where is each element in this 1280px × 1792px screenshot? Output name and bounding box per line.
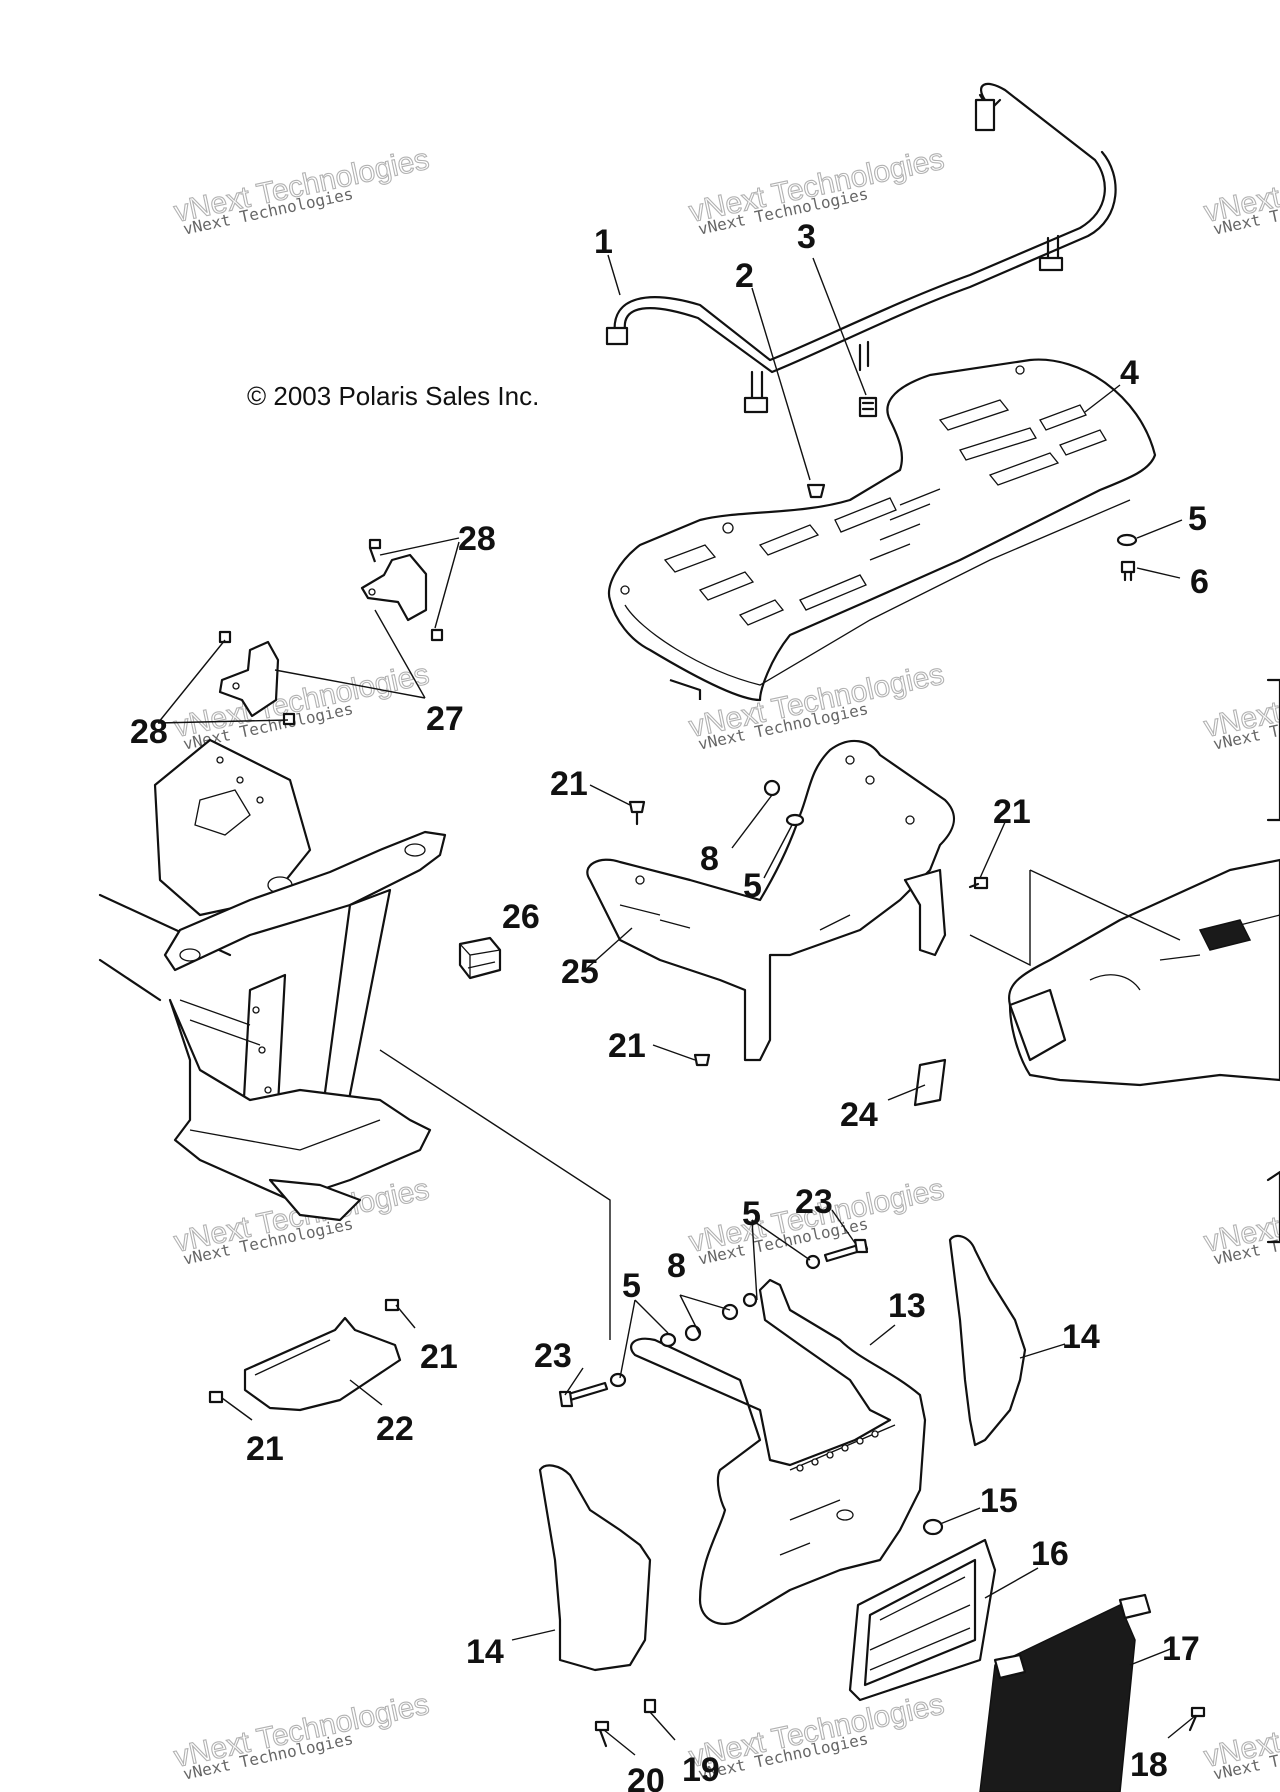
front-fender (913, 678, 1280, 1244)
callout-17: 17 (1162, 1630, 1200, 1668)
callout-18: 18 (1130, 1746, 1168, 1784)
skid-plate (208, 1298, 402, 1412)
callout-23: 23 (795, 1183, 833, 1221)
rear-rack-rail (605, 82, 1117, 414)
callout-25: 25 (561, 953, 599, 991)
callout-21: 21 (246, 1430, 284, 1468)
callout-21: 21 (608, 1027, 646, 1065)
watermark: vNext Technologies vNext Technologies (686, 142, 948, 239)
callout-16: 16 (1031, 1535, 1069, 1573)
callout-labels: 1 2 3 4 5 6 28 27 28 21 8 5 21 25 26 21 … (130, 218, 1209, 1792)
callout-19: 19 (682, 1751, 720, 1789)
watermark: vNext Technologies vNext Technologies (171, 1687, 433, 1784)
callout-13: 13 (888, 1287, 926, 1325)
washer-bolt-right (1116, 533, 1138, 582)
side-panel-left (538, 1464, 652, 1672)
side-panel-right (948, 1234, 1027, 1447)
watermark: vNext Technologies vNext Technologies (171, 142, 433, 239)
mesh-screen (979, 1593, 1152, 1792)
screws-bottom (594, 1698, 1206, 1748)
callout-5: 5 (1188, 500, 1207, 538)
grille-frame (848, 1518, 997, 1702)
callout-3: 3 (797, 218, 816, 256)
callout-21: 21 (550, 765, 588, 803)
callout-24: 24 (840, 1096, 878, 1134)
callout-20: 20 (627, 1762, 665, 1792)
callout-8: 8 (700, 840, 719, 878)
callout-5: 5 (622, 1267, 641, 1305)
callout-14: 14 (1062, 1318, 1100, 1356)
callout-15: 15 (980, 1482, 1018, 1520)
watermark: vNext Technologies vNext Technologies (1201, 1172, 1280, 1269)
callout-1: 1 (594, 223, 613, 261)
rear-rack-platform (607, 358, 1157, 702)
callout-26: 26 (502, 898, 540, 936)
callout-2: 2 (735, 257, 754, 295)
callout-21: 21 (993, 793, 1031, 831)
small-fasteners (628, 779, 989, 1067)
watermark: vNext Technologies vNext Technologies (1201, 657, 1280, 754)
callout-5: 5 (742, 1195, 761, 1233)
callout-28: 28 (130, 713, 168, 751)
front-bumper-support (630, 1278, 927, 1625)
callout-28: 28 (458, 520, 496, 558)
callout-5: 5 (743, 867, 762, 905)
rack-support (586, 678, 956, 1062)
callout-14: 14 (466, 1633, 504, 1671)
copyright-text: © 2003 Polaris Sales Inc. (247, 381, 539, 411)
callout-6: 6 (1190, 563, 1209, 601)
rubber-block (458, 936, 502, 980)
callout-27: 27 (426, 700, 464, 738)
mount-brackets (218, 538, 444, 726)
callout-22: 22 (376, 1410, 414, 1448)
watermark: vNext Technologies vNext Technologies (686, 1687, 948, 1784)
callout-23: 23 (534, 1337, 572, 1375)
watermark: vNext Technologies vNext Technologies (1201, 142, 1280, 239)
callout-8: 8 (667, 1247, 686, 1285)
frame-assembly (98, 738, 611, 1340)
bumper-fasteners (558, 1238, 869, 1408)
callout-21: 21 (420, 1338, 458, 1376)
watermark: vNext Technologies vNext Technologies (1201, 1687, 1280, 1784)
callout-4: 4 (1120, 354, 1139, 392)
leader-lines (157, 254, 1196, 1756)
rack-fasteners (806, 396, 878, 499)
